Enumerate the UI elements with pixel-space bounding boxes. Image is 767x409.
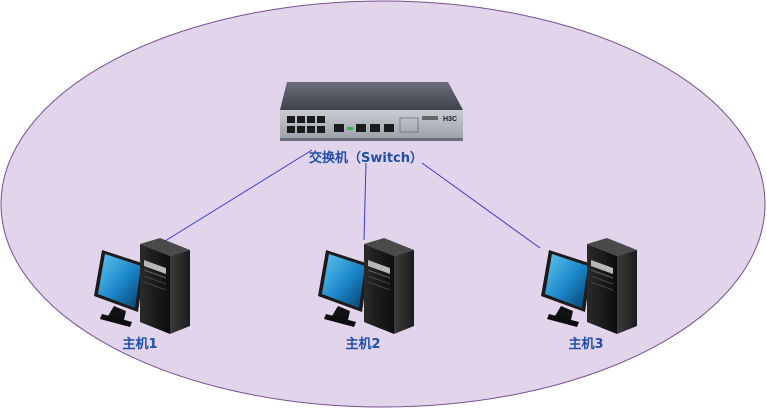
network-switch-icon: H3C <box>280 82 463 141</box>
switch-brand: H3C <box>443 116 457 123</box>
host3-label: 主机3 <box>568 337 604 352</box>
host2-computer-icon <box>317 237 415 335</box>
host3-computer-icon <box>540 237 638 335</box>
link-switch-host3 <box>421 162 541 249</box>
switch-label: 交换机（Switch） <box>308 151 424 166</box>
link-switch-host2 <box>363 162 367 241</box>
host1-label: 主机1 <box>122 337 158 352</box>
host1-computer-icon <box>93 237 191 335</box>
link-switch-host1 <box>164 149 313 242</box>
host2-label: 主机2 <box>345 337 381 352</box>
